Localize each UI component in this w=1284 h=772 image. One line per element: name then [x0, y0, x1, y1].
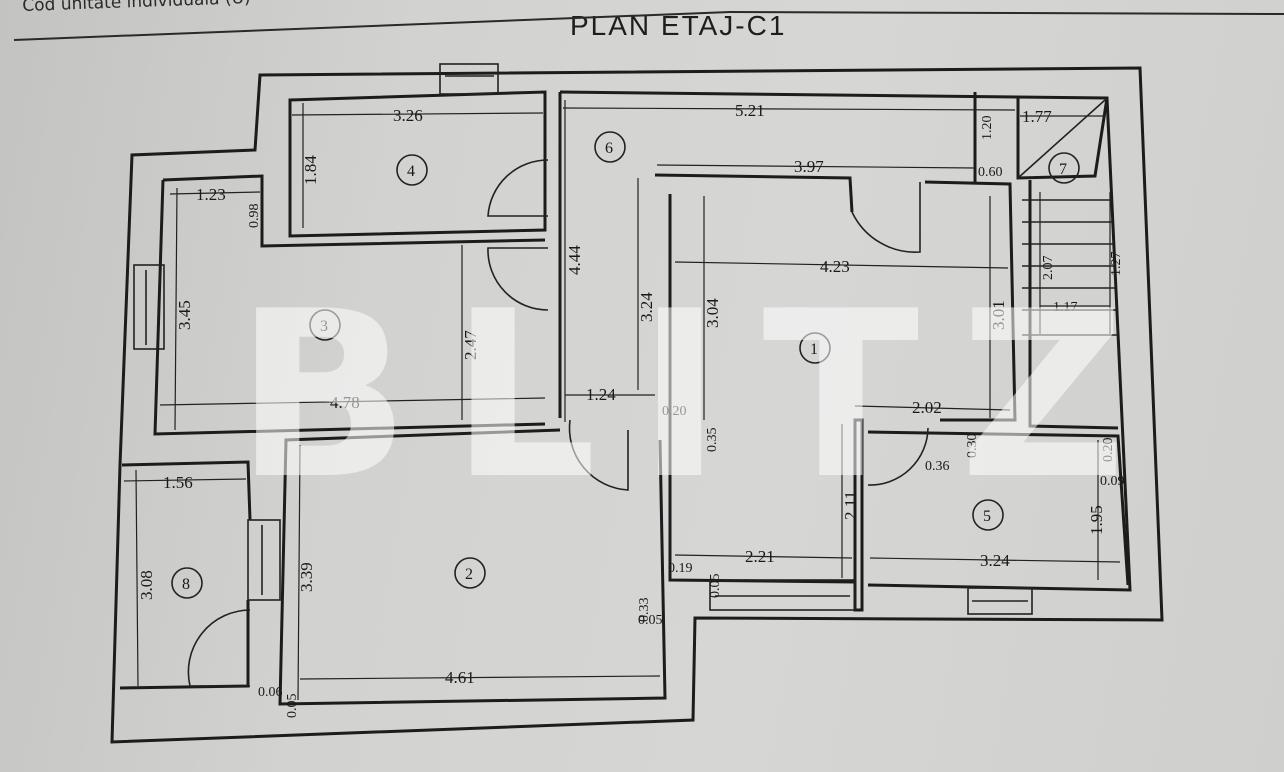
window-left: [133, 264, 165, 350]
dim-column-b: 0.35: [705, 428, 720, 453]
dim-r7-width: 1.77: [1022, 107, 1052, 126]
dim-r7-stair-right: 1.27: [1109, 252, 1124, 277]
room-2-marker: 2: [454, 557, 486, 589]
dim-r3-height: 3.45: [175, 300, 194, 330]
dim-r7-stair-left: 2.07: [1041, 256, 1056, 281]
window-top: [439, 63, 499, 95]
dim-column-c: 0.19: [668, 561, 693, 576]
dim-r7-top-height: 1.20: [980, 116, 995, 141]
dim-r1-left-height: 3.04: [703, 298, 722, 328]
dim-r3-inner-height: 2.47: [461, 330, 480, 360]
room-3-marker: 3: [309, 309, 341, 341]
dim-r8-height: 3.08: [137, 570, 156, 600]
svg-text:7: 7: [1059, 161, 1067, 178]
dim-r5-notch: 0.36: [925, 459, 950, 474]
dim-r4-height: 1.84: [301, 155, 320, 185]
dim-r1-mid-width: 2.02: [912, 398, 942, 417]
door-room5-swing: [867, 427, 929, 486]
dim-r1-width: 4.23: [820, 257, 850, 276]
dim-r2-width: 4.61: [445, 668, 475, 687]
dim-r5-height: 1.95: [1087, 505, 1106, 535]
room-8-marker: 8: [171, 567, 203, 599]
svg-text:1: 1: [810, 341, 818, 358]
dimension-lines: [123, 100, 1121, 701]
dim-r5-width: 3.24: [980, 551, 1010, 570]
svg-text:6: 6: [605, 140, 613, 157]
dim-r2-height: 3.39: [297, 562, 316, 592]
exterior-walls: [110, 66, 1164, 744]
dim-r1-bottom-height: 2.11: [841, 491, 860, 520]
plan-title: PLAN ETAJ-C1: [570, 10, 787, 41]
dim-r5-right-offset: 0.09: [1100, 474, 1125, 489]
dim-r6-height: 4.44: [565, 245, 584, 275]
dim-r7-gap: 0.60: [978, 165, 1003, 180]
dim-column-f: 0.05: [638, 613, 663, 628]
door-room3-swing: [487, 247, 549, 311]
dim-r6-bottom-width: 1.24: [586, 385, 616, 404]
dim-column-a: 0.20: [662, 404, 687, 419]
room-5-marker: 5: [972, 499, 1004, 531]
room-7-marker: 7: [1048, 152, 1080, 184]
dim-r3-top-width: 1.23: [196, 185, 226, 204]
dim-r7-stair-width: 1.17: [1053, 300, 1078, 315]
dim-r4-width: 3.26: [393, 106, 423, 125]
dimension-labels: 3.26 1.84 1.23 0.98 3.45 2.47 4.78 5.21 …: [137, 101, 1125, 718]
dim-r6-width: 5.21: [735, 101, 765, 120]
room-4-marker: 4: [396, 154, 428, 186]
dim-r5-notch-height: 0.30: [965, 434, 980, 459]
svg-text:4: 4: [407, 163, 415, 180]
dim-r3-width: 4.78: [330, 393, 360, 412]
window-bottom-mid: [709, 579, 856, 611]
dim-r1-top-width: 3.97: [794, 157, 824, 176]
room-6-marker: 6: [594, 131, 626, 163]
dim-r3-top-height: 0.98: [247, 204, 262, 229]
dim-r1-right-height: 3.01: [989, 300, 1008, 330]
dim-r6-inner-height: 3.24: [637, 292, 656, 322]
window-bottom-right: [967, 587, 1033, 615]
door-room4-swing: [487, 159, 549, 217]
dim-r8-width: 1.56: [163, 473, 193, 492]
window-room8: [247, 519, 281, 601]
dim-r5-right-notch: 0.20: [1101, 438, 1116, 463]
dim-r2-notch-a: 0.06: [258, 685, 283, 700]
dim-column-d: 0.05: [708, 574, 723, 599]
dim-column-e: 0.33: [637, 598, 652, 623]
door-room1-swing: [851, 182, 921, 253]
svg-text:8: 8: [182, 576, 190, 593]
staircase: [1017, 99, 1117, 336]
door-room8-swing: [187, 609, 251, 687]
svg-text:2: 2: [465, 566, 473, 583]
door-room2-swing: [568, 419, 629, 491]
svg-text:3: 3: [320, 318, 328, 335]
svg-text:5: 5: [983, 508, 991, 525]
dim-r2-notch-b: 0.05: [285, 694, 300, 719]
room-1-marker: 1: [799, 332, 831, 364]
dim-r1-bottom-width: 2.21: [745, 547, 775, 566]
